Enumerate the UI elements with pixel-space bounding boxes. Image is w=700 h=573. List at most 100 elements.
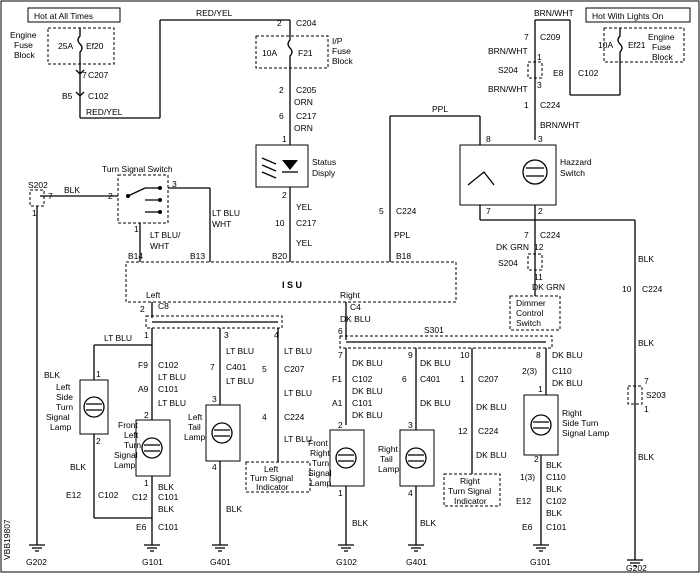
- wire-label: LT BLU: [212, 208, 240, 218]
- connector-label: C102: [578, 68, 599, 78]
- fuse-rating: 10A: [262, 48, 277, 58]
- pin: 3: [224, 330, 229, 340]
- wire-label: LT BLU: [226, 376, 254, 386]
- pin: 2: [282, 190, 287, 200]
- component-label: Tail: [380, 454, 393, 464]
- component-label: Side: [56, 392, 73, 402]
- component-label: Signal: [46, 412, 70, 422]
- wire-label: PPL: [432, 104, 448, 114]
- pin: 2: [279, 85, 284, 95]
- pin: 2(3): [522, 366, 537, 376]
- component-label: Left: [124, 430, 139, 440]
- pin: 7: [82, 70, 87, 80]
- connector-label: C101: [546, 522, 567, 532]
- connector-label: B18: [396, 251, 411, 261]
- connector-label: C401: [226, 362, 247, 372]
- pin: 2: [144, 410, 149, 420]
- connector-label: A9: [138, 384, 149, 394]
- component-label: Turn: [124, 440, 141, 450]
- component-label: Right: [310, 448, 330, 458]
- ground-icon: [29, 544, 45, 552]
- connector-label: E8: [553, 68, 564, 78]
- wire-label: LT BLU: [284, 346, 312, 356]
- connector-label: E12: [66, 490, 81, 500]
- wire-label: DK BLU: [352, 358, 383, 368]
- wire-label: BLK: [158, 482, 174, 492]
- component-label: Turn: [312, 458, 329, 468]
- dimmer-control-switch: [509, 295, 561, 331]
- wire-label: PPL: [394, 230, 410, 240]
- pin: 3: [172, 179, 177, 189]
- turn-signal-switch: [117, 174, 169, 224]
- connector-label: C224: [478, 426, 499, 436]
- ground-label: G401: [406, 557, 427, 567]
- wire-label: LT BLU: [158, 372, 186, 382]
- fuse-rating: 10A: [598, 40, 613, 50]
- fuse-label: Fuse: [332, 46, 351, 56]
- connector-label: C110: [552, 366, 572, 376]
- ground-label: G202: [626, 563, 647, 573]
- pin: 1: [32, 208, 37, 218]
- component-label: Lamp: [378, 464, 400, 474]
- connector-label: B5: [62, 91, 73, 101]
- connector-label: F9: [138, 360, 148, 370]
- pin: 2: [277, 18, 282, 28]
- pin: 5: [262, 364, 267, 374]
- fuse-symbol: [77, 28, 83, 64]
- component-label: Turn: [56, 402, 73, 412]
- connector-label: F1: [332, 374, 342, 384]
- pin: 10: [622, 284, 632, 294]
- wire-label: BLK: [638, 254, 654, 264]
- connector-label: E6: [522, 522, 533, 532]
- wire-label: BRN/WHT: [488, 84, 528, 94]
- connector-label: C110: [546, 472, 566, 482]
- component-label: Lamp: [114, 460, 136, 470]
- wire-label: BRN/WHT: [540, 120, 580, 130]
- component-label: Right: [460, 476, 480, 486]
- pin: 2: [538, 206, 543, 216]
- right-side-turn-signal-lamp: [523, 394, 559, 456]
- fuse-name: F21: [298, 48, 313, 58]
- engine-fuse-block-right: [603, 27, 685, 63]
- engine-fuse-block-left: [47, 27, 115, 65]
- pin: 1(3): [520, 472, 535, 482]
- pin: 3: [212, 394, 217, 404]
- left-side-turn-signal-lamp: [79, 379, 109, 435]
- wire-label: BLK: [546, 484, 562, 494]
- wire-label: LT BLU: [284, 388, 312, 398]
- component-label: Left: [188, 412, 203, 422]
- switch-contact-icon: [467, 171, 495, 186]
- pin: 3: [408, 420, 413, 430]
- ground-icon: [338, 544, 354, 552]
- connector-label: C102: [98, 490, 119, 500]
- connector-label: C102: [158, 360, 179, 370]
- connector-label: C8: [158, 301, 169, 311]
- pin: 4: [274, 330, 279, 340]
- splice-label: S301: [424, 325, 444, 335]
- connector-label: B20: [272, 251, 287, 261]
- wire-label: BLK: [226, 504, 242, 514]
- wire-label: WHT: [212, 219, 231, 229]
- fuse-label: Block: [652, 52, 674, 62]
- c8-connector-bus: [145, 315, 283, 329]
- ground-label: G401: [210, 557, 231, 567]
- pin: 1: [338, 488, 343, 498]
- pin: 1: [144, 330, 149, 340]
- pin: 4: [262, 412, 267, 422]
- fuse-label: Block: [332, 56, 354, 66]
- ground-icon: [533, 544, 549, 552]
- ground-icon: [408, 544, 424, 552]
- wire-label: BLK: [420, 518, 436, 528]
- component-label: Turn Signal: [250, 473, 293, 483]
- wire-label: BLK: [638, 452, 654, 462]
- wire-label: DK BLU: [420, 358, 451, 368]
- component-label: Signal Lamp: [562, 428, 610, 438]
- wire-label: DK GRN: [532, 282, 565, 292]
- fuse-rating: 25A: [58, 41, 73, 51]
- bulb-icon: [211, 422, 233, 444]
- wire-label: BLK: [546, 508, 562, 518]
- splice-label: S204: [498, 65, 518, 75]
- component-label: Right: [562, 408, 582, 418]
- splice-s204-bottom: [527, 253, 543, 271]
